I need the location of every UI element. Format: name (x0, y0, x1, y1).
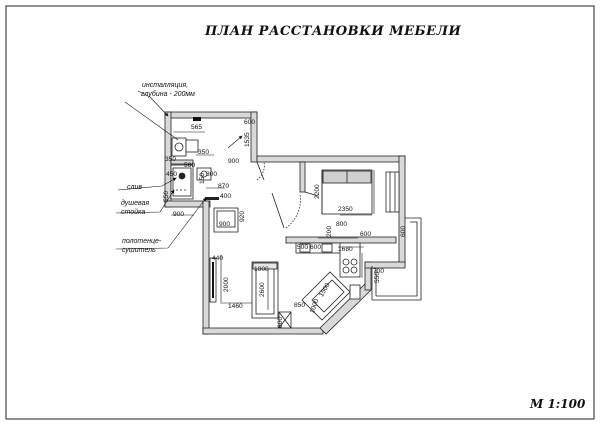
dim-900-chair: 900 (219, 221, 230, 228)
dimension-lines (171, 131, 375, 310)
dim-400: 400 (220, 193, 231, 200)
dim-2000: 2000 (223, 277, 230, 292)
sofa (251, 261, 279, 319)
dim-1680: 1680 (338, 246, 353, 253)
dim-900-door: 900 (228, 158, 239, 165)
dim-2200: 2200 (314, 184, 321, 199)
armchair (213, 207, 239, 233)
dim-700: 700 (373, 268, 384, 275)
dining-table (301, 271, 361, 321)
dim-2600: 2600 (259, 282, 266, 297)
dim-565: 565 (191, 124, 202, 131)
dim-800-bath: 800 (206, 171, 217, 178)
dim-550-balcony: 550 (374, 272, 381, 283)
dim-550: 550 (163, 191, 170, 202)
sheet-border (5, 5, 595, 420)
tv-unit (209, 257, 217, 303)
note-shower-2: стойка (121, 208, 145, 216)
dim-1000: 1000 (254, 266, 269, 273)
dim-560: 560 (184, 162, 195, 169)
dim-2350: 2350 (338, 206, 353, 213)
dim-600-top: 600 (244, 119, 255, 126)
low-cabinet (278, 311, 292, 329)
dim-200: 200 (326, 226, 333, 237)
dim-600-balcony: 600 (400, 226, 407, 237)
balcony (371, 217, 422, 301)
window-bedroom (385, 171, 400, 213)
dim-600-mid: 600 (310, 244, 321, 251)
dim-450: 450 (166, 171, 177, 178)
dim-350a: 350 (198, 149, 209, 156)
dim-150: 150 (199, 173, 206, 184)
mirror-cabinet (193, 117, 201, 121)
note-shower-1: душевая (121, 199, 149, 207)
towel-dryer (205, 197, 219, 200)
dim-800-bottom: 800 (277, 317, 284, 328)
walls (164, 111, 406, 335)
note-installation-2: глубина - 200мм (141, 90, 195, 98)
note-leaders (115, 90, 207, 250)
plan-title: ПЛАН РАССТАНОВКИ МЕБЕЛИ (205, 24, 462, 39)
dim-870: 870 (218, 183, 229, 190)
dim-1535: 1535 (244, 132, 251, 147)
sink (196, 167, 212, 181)
dim-600-kitchen: 600 (360, 231, 371, 238)
dim-440: 440 (212, 255, 223, 262)
dim-900-bath: 900 (173, 211, 184, 218)
dim-1460: 1460 (228, 303, 243, 310)
note-drain: слив (127, 184, 142, 191)
doors (256, 161, 319, 229)
note-installation-1: инсталляция, (142, 82, 188, 89)
note-towel-2: сушитель (122, 247, 156, 254)
bathtub (170, 164, 194, 200)
dim-350b: 350 (165, 156, 176, 163)
note-towel-1: полотенце- (122, 238, 162, 245)
kitchen-counter (295, 242, 361, 278)
toilet (171, 137, 199, 157)
dim-800-kitchen: 800 (336, 221, 347, 228)
dim-500: 500 (297, 244, 308, 251)
dim-850: 850 (294, 302, 305, 309)
dim-1000-b: 1000 (309, 298, 321, 314)
scale-label: М 1:100 (530, 397, 586, 411)
dim-920: 920 (239, 211, 246, 222)
